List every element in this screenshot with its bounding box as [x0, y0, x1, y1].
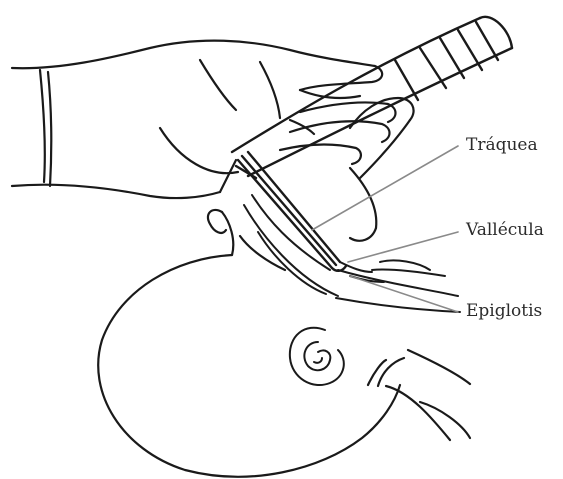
ear	[290, 328, 344, 385]
leader-line-vallecula	[348, 232, 458, 262]
leader-line-traquea	[312, 146, 458, 230]
laryngoscope-blade	[236, 152, 346, 271]
label-vallecula: Vallécula	[466, 222, 544, 239]
label-epiglotis: Epiglotis	[466, 303, 542, 320]
leader-lines	[312, 146, 458, 312]
label-traquea: Tráquea	[466, 137, 538, 154]
infant-head	[98, 210, 400, 477]
neck-shoulder	[368, 350, 470, 440]
airway	[244, 195, 460, 312]
leader-line-epiglotis	[350, 276, 458, 312]
